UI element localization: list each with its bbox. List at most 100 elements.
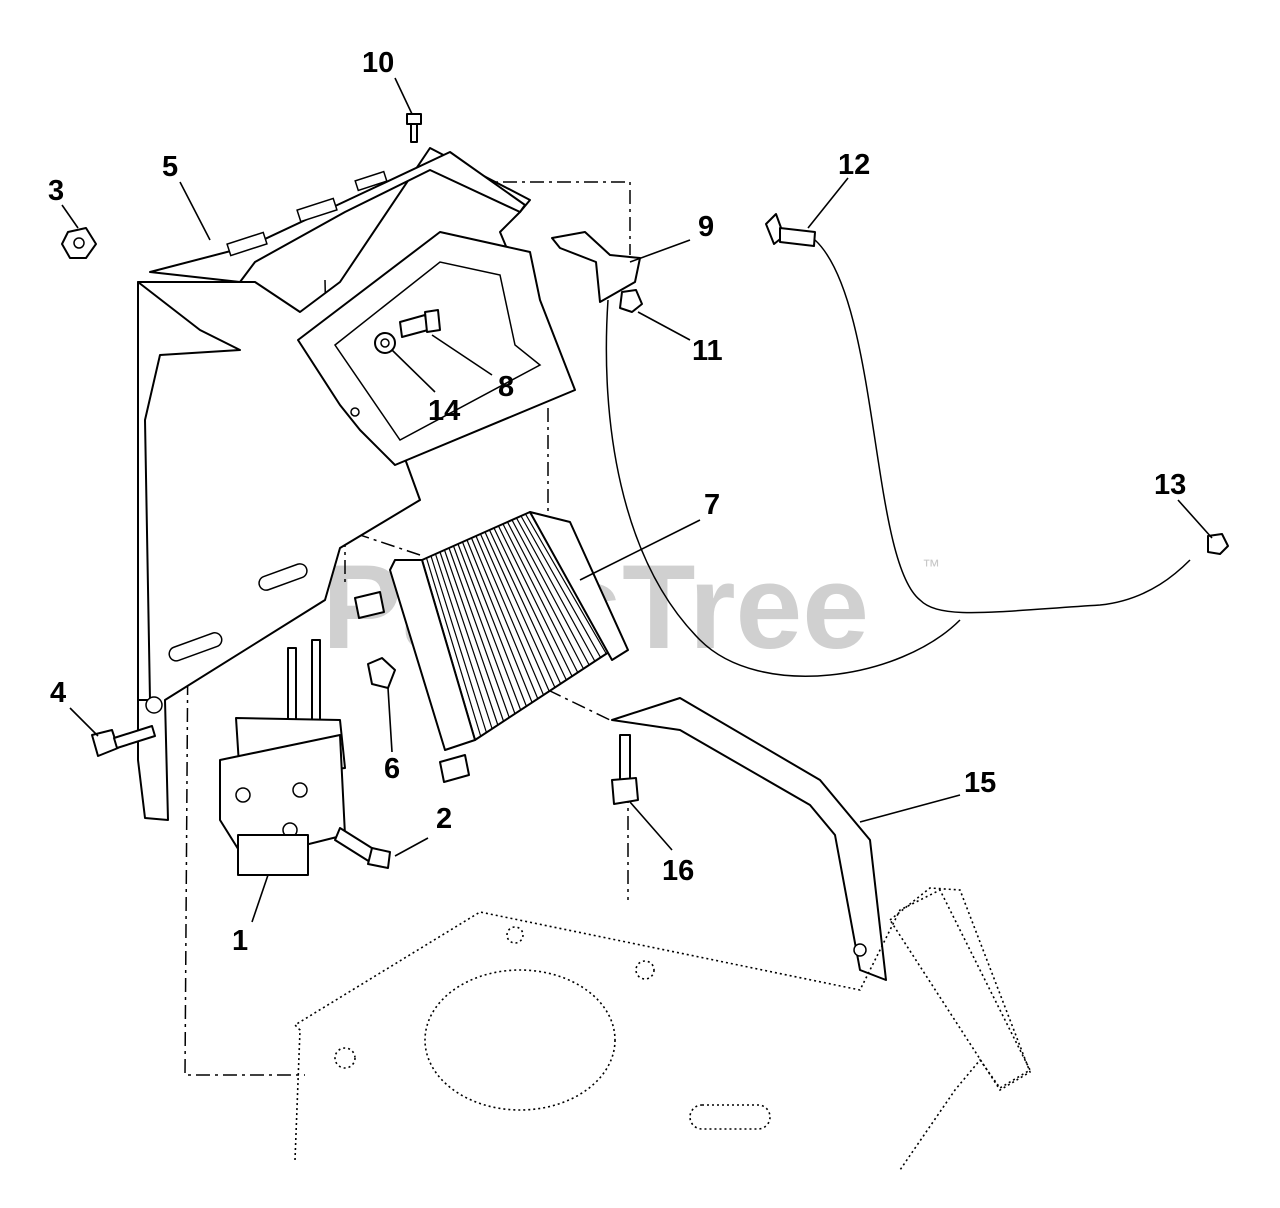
bolt-2: [334, 827, 391, 869]
centerline-panel-to-radiator: [329, 524, 421, 556]
cooler-fin: [425, 557, 482, 737]
hydraulic-valve: [219, 639, 346, 876]
nut-3: [61, 227, 97, 259]
bracket-15: [611, 697, 887, 981]
panel-slot-3: [354, 170, 388, 192]
cable-12: [605, 213, 1191, 677]
screw-16: [611, 734, 639, 805]
cooler-fin: [452, 545, 516, 714]
leader-4: [69, 707, 99, 737]
callout-15: 15: [964, 767, 996, 799]
callout-1: 1: [232, 925, 248, 957]
panel-left-flange: [137, 281, 241, 701]
oil-cooler: [354, 511, 629, 783]
cable-12-sheath: [605, 299, 961, 677]
callout-labels: 1 2 3 4 5 6 7 8 9 10 11 12 13 14 15 16: [48, 47, 1186, 957]
base-hole-3: [635, 960, 655, 980]
callout-13: 13: [1154, 469, 1186, 501]
cooler-fin: [511, 519, 590, 666]
leader-5: [179, 181, 211, 241]
cooler-fin: [443, 549, 505, 722]
leader-15: [859, 794, 961, 823]
callout-14: 14: [428, 395, 460, 427]
leader-13: [1177, 499, 1213, 539]
leader-8: [431, 334, 493, 376]
nut-11: [619, 289, 643, 313]
leader-14: [391, 349, 436, 393]
callout-10: 10: [362, 47, 394, 79]
callout-11: 11: [692, 335, 723, 367]
leader-16: [629, 801, 673, 851]
cooler-fin: [430, 555, 487, 733]
callout-3: 3: [48, 175, 64, 207]
callout-4: 4: [50, 677, 66, 709]
panel-side-slot-1: [258, 563, 308, 591]
bolt-2-head: [367, 847, 391, 869]
nut-13: [1207, 533, 1229, 555]
callout-8: 8: [498, 371, 514, 403]
base-slot: [689, 1104, 771, 1130]
cooler-fin: [506, 521, 584, 670]
centerline-bracket-15: [547, 689, 611, 721]
clip-6: [367, 657, 396, 689]
valve-port-2: [292, 782, 308, 798]
cable-12-ferrule: [779, 227, 816, 247]
oil-cooler-left-plate: [389, 559, 476, 751]
cooler-fin: [434, 553, 493, 729]
callout-16: 16: [662, 855, 694, 887]
base-frame: [293, 887, 1032, 1171]
callout-2: 2: [436, 803, 452, 835]
cooler-fin: [493, 527, 567, 681]
base-hole-1: [334, 1047, 356, 1069]
cooler-fin: [457, 543, 522, 711]
callout-12: 12: [838, 149, 870, 181]
cooler-fin: [461, 541, 527, 707]
cooler-fin: [502, 523, 579, 673]
cooler-fin: [448, 547, 510, 718]
callout-7: 7: [704, 489, 720, 521]
cooler-fin: [475, 535, 545, 696]
oil-cooler-fins: [425, 513, 607, 737]
leader-10: [394, 77, 413, 115]
cooler-fin: [515, 517, 596, 662]
leader-1: [251, 874, 269, 923]
screw-10-shank: [410, 123, 418, 143]
panel-slot-2: [296, 197, 338, 223]
bolt-8: [399, 309, 441, 338]
fitting-upper: [354, 591, 385, 619]
panel-slot-1: [226, 231, 268, 257]
watermark-trademark: ™: [922, 556, 940, 576]
oil-cooler-side-plate: [529, 511, 629, 661]
mounting-plate-recess: [333, 261, 542, 441]
leader-9: [629, 239, 691, 263]
panel-hole: [145, 696, 163, 714]
callout-9: 9: [698, 211, 714, 243]
leader-7: [579, 519, 701, 581]
mounting-plate: [297, 231, 576, 466]
cooler-fin: [466, 539, 533, 703]
bracket-9-body: [551, 231, 641, 303]
leader-12: [807, 177, 849, 229]
cooler-fin: [484, 531, 556, 688]
screw-16-head: [611, 777, 639, 805]
cooler-fin: [520, 515, 602, 658]
screw-16-shank: [619, 734, 631, 781]
cooler-fin: [524, 513, 607, 655]
mounting-plate-hole: [350, 407, 360, 417]
leader-lines: [61, 77, 1213, 923]
bolt-4-shank: [113, 725, 156, 749]
centerline-top-bracket: [395, 181, 631, 255]
leader-6: [387, 687, 393, 753]
cooler-fin: [488, 529, 562, 685]
cooler-fin: [470, 537, 539, 699]
base-pivot-arm: [888, 887, 1031, 1092]
leader-3: [61, 204, 79, 229]
bolt-8-head: [424, 309, 441, 333]
mounting-plate-body: [297, 231, 576, 466]
screw-10: [406, 113, 422, 143]
leader-2: [394, 837, 429, 857]
callout-6: 6: [384, 753, 400, 785]
bracket-15-hole: [853, 943, 867, 957]
nut-3-hole: [73, 237, 85, 249]
